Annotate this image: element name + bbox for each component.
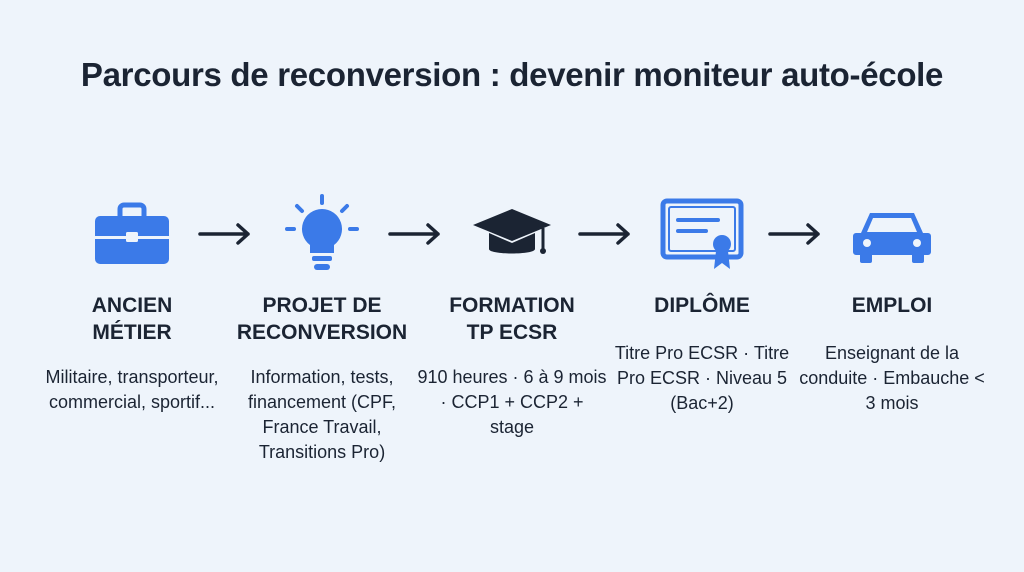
arrow-icon — [768, 222, 824, 246]
step-heading: DIPLÔME — [654, 294, 750, 317]
step-description: Information, tests, financement (CPF, Fr… — [247, 367, 397, 462]
certificate-icon — [607, 190, 797, 280]
arrow-icon — [578, 222, 634, 246]
step-heading: EMPLOI — [851, 294, 933, 317]
step-description: Titre Pro ECSR · Titre Pro ECSR · Niveau… — [614, 343, 790, 413]
diagram-title: Parcours de reconversion : devenir monit… — [80, 56, 944, 93]
car-icon — [797, 190, 987, 280]
step-heading: FORMATION TP ECSR — [449, 294, 575, 344]
step-description: Enseignant de la conduite · Embauche < 3… — [799, 343, 985, 413]
lightbulb-icon — [227, 190, 417, 280]
step-description: Militaire, transporteur, commercial, spo… — [45, 367, 219, 412]
briefcase-icon — [37, 190, 227, 280]
step-heading: ANCIEN MÉTIER — [91, 294, 173, 344]
step-description: 910 heures · 6 à 9 mois · CCP1 + CCP2 + … — [417, 367, 607, 437]
arrow-icon — [388, 222, 444, 246]
arrow-icon — [198, 222, 254, 246]
graduation-cap-icon — [417, 190, 607, 280]
step-heading: PROJET DE RECONVERSION — [236, 294, 408, 344]
